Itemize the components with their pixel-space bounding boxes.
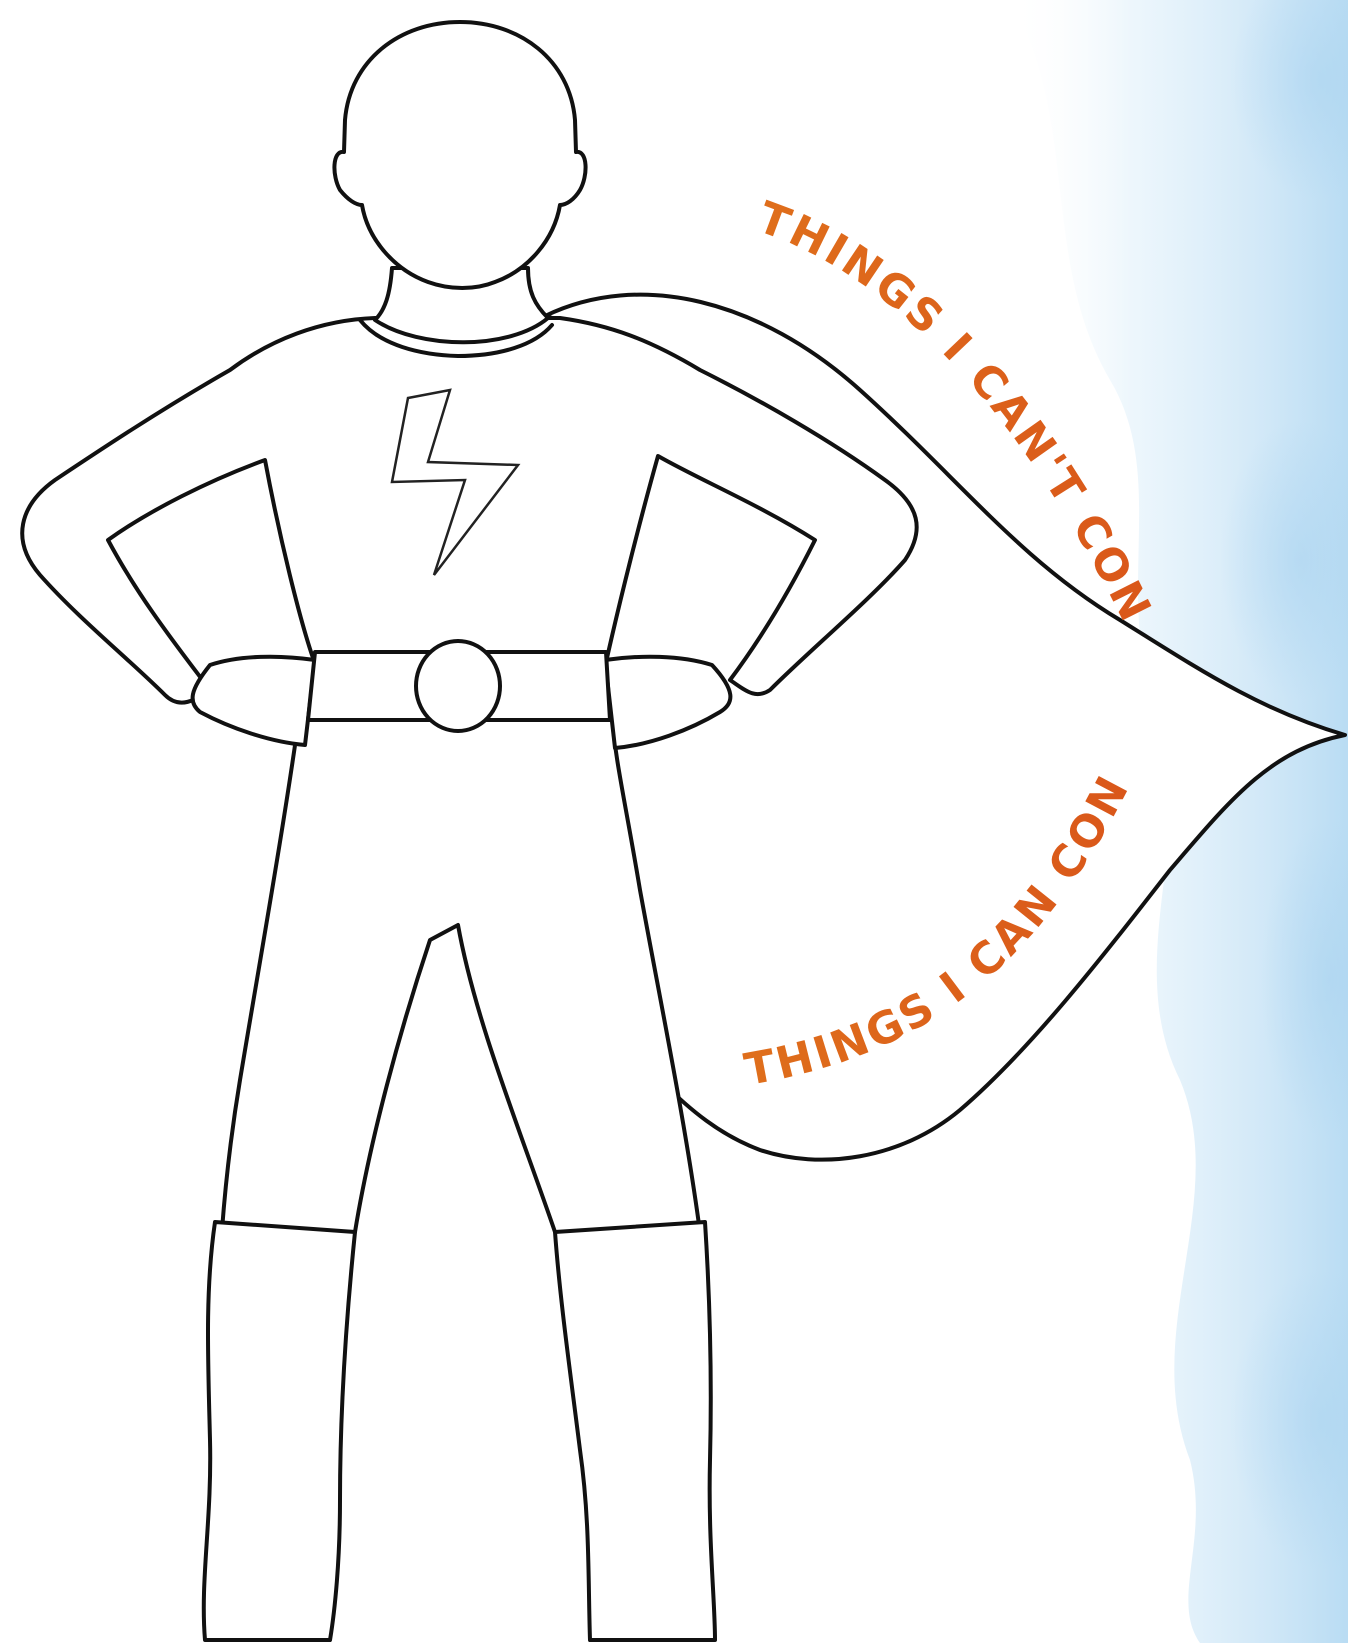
right-boot xyxy=(555,1222,715,1640)
belt-buckle xyxy=(416,641,500,731)
head xyxy=(334,22,585,288)
left-hand xyxy=(193,657,315,745)
left-boot xyxy=(204,1222,355,1640)
